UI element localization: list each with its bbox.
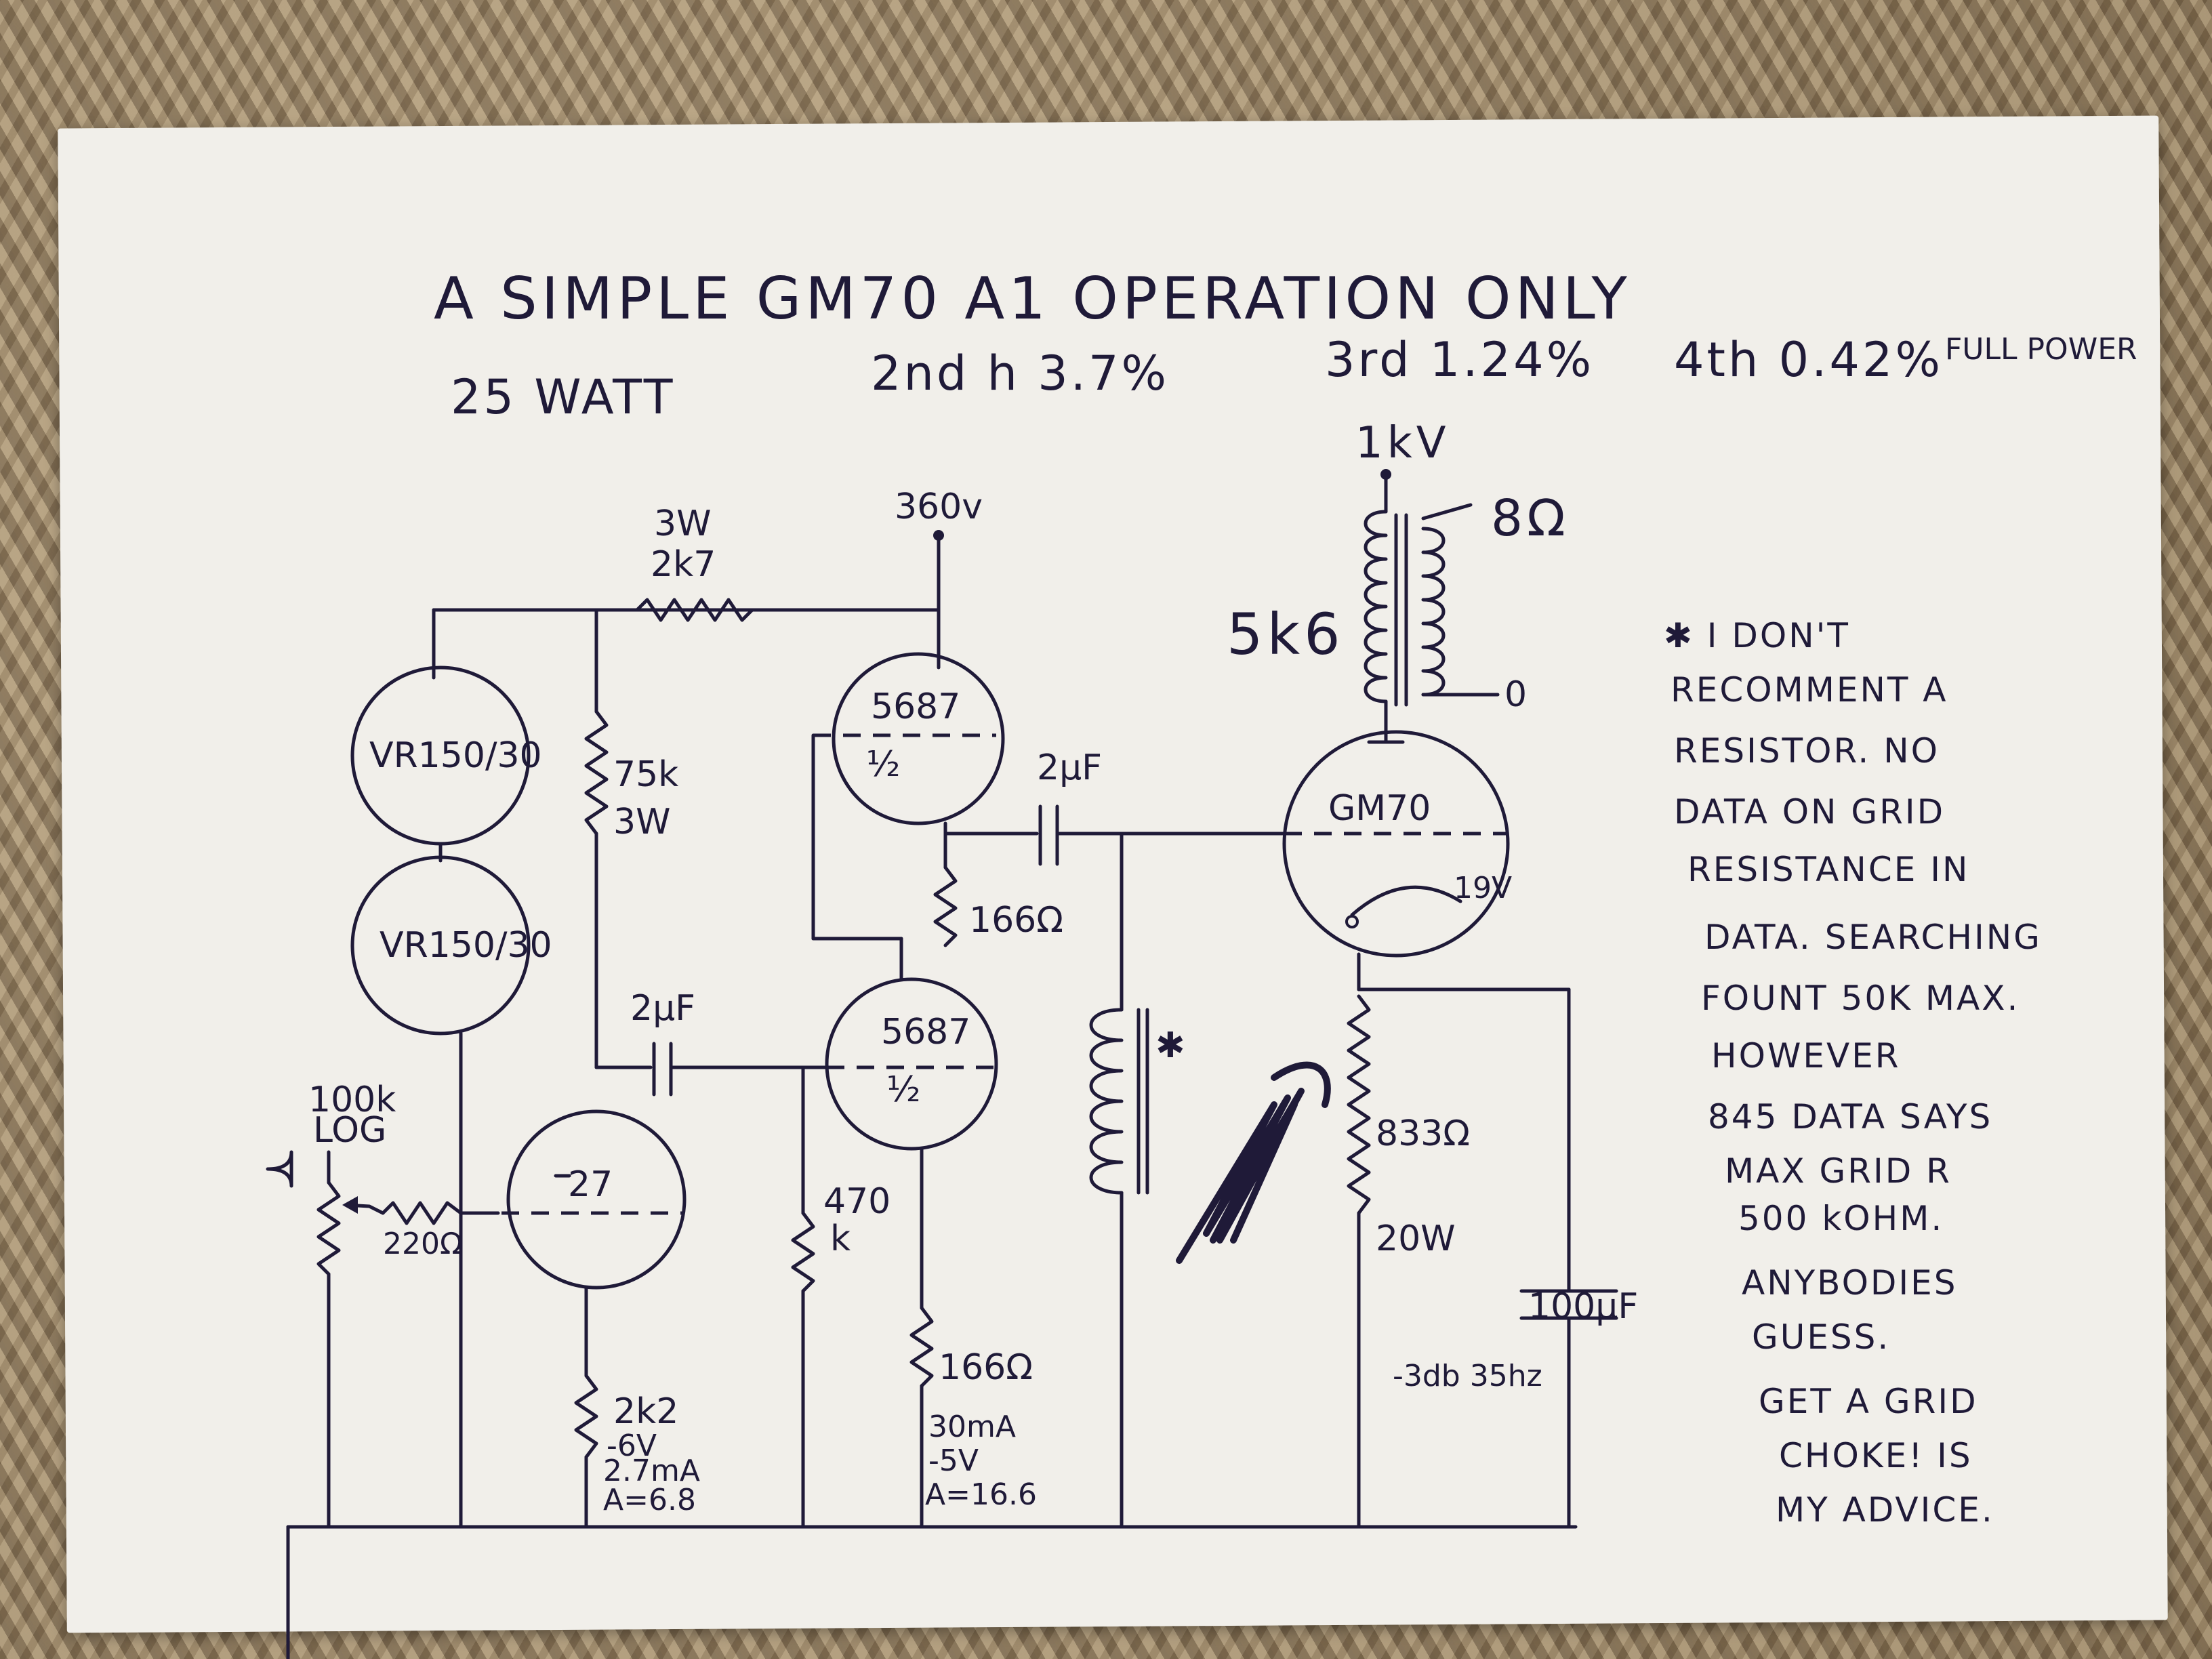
tube-5687-bottom-half: ½ xyxy=(886,1069,920,1110)
vr-tube-2-label: VR150/30 xyxy=(380,925,552,966)
r-gm70-cathode-watt: 20W xyxy=(1376,1218,1456,1259)
r-grid-stop xyxy=(381,1201,500,1225)
grid-choke xyxy=(1089,1008,1124,1195)
b-plus-1kv: 1kV xyxy=(1355,418,1450,468)
r-mid-166-value: 166Ω xyxy=(969,900,1063,941)
tube-5687-top-label: 5687 xyxy=(871,687,960,727)
tube-5687-bottom-label: 5687 xyxy=(881,1012,970,1052)
note-line: ANYBODIES xyxy=(1742,1263,1958,1303)
note-line: RESISTANCE IN xyxy=(1687,850,1969,889)
note-line: 845 DATA SAYS xyxy=(1708,1097,1992,1136)
r-5687-cathode xyxy=(909,1306,934,1388)
output-secondary xyxy=(1421,527,1446,697)
schematic-title: A SIMPLE GM70 A1 OPERATION ONLY xyxy=(434,265,1631,333)
gm70-filament-voltage: 19V xyxy=(1454,871,1512,905)
scribbled-resistor xyxy=(1176,1061,1331,1264)
r-75k-watt: 3W xyxy=(613,802,671,842)
r-series-value: 2k7 xyxy=(651,544,716,585)
primary-impedance: 5k6 xyxy=(1227,601,1345,668)
secondary-common: 0 xyxy=(1504,674,1527,715)
bias-5687-current: 30mA xyxy=(928,1410,1016,1444)
notes-column: ✱ I DON'T RECOMMENT A RESISTOR. NO DATA … xyxy=(1664,616,2042,1530)
vr-tube-1-label: VR150/30 xyxy=(369,735,542,776)
r-grid-stop-label: 220Ω xyxy=(383,1227,463,1261)
pot-taper: LOG xyxy=(313,1110,386,1151)
note-line: DATA. SEARCHING xyxy=(1704,918,2042,957)
r-470k-unit: k xyxy=(830,1218,851,1259)
note-line: RECOMMENT A xyxy=(1671,670,1948,710)
note-line: MAX GRID R xyxy=(1725,1151,1952,1191)
tube-5687-top-half: ½ xyxy=(866,744,900,785)
gm70-filament xyxy=(1350,885,1462,917)
note-line: RESISTOR. NO xyxy=(1674,731,1940,771)
r-470k xyxy=(791,1211,815,1293)
cap-bypass-label: 100µF xyxy=(1528,1286,1638,1327)
note-line: HOWEVER xyxy=(1711,1036,1901,1076)
note-line: CHOKE! IS xyxy=(1779,1436,1973,1475)
third-harmonic: 3rd 1.24% xyxy=(1325,332,1594,388)
gain-5687: A=16.6 xyxy=(925,1477,1037,1512)
volume-pot xyxy=(316,1181,341,1276)
b-plus-360v: 360v xyxy=(895,487,983,527)
fourth-harmonic: 4th 0.42% xyxy=(1674,332,1943,388)
r-gm70-cathode-value: 833Ω xyxy=(1376,1113,1470,1154)
tube-5687-bottom xyxy=(825,977,998,1151)
r-series-watt: 3W xyxy=(654,504,712,544)
secondary-impedance: 8Ω xyxy=(1491,489,1570,548)
r-27-cathode xyxy=(574,1374,598,1459)
r-mid-166 xyxy=(933,865,958,947)
note-line: GET A GRID xyxy=(1759,1382,1978,1421)
tube-gm70-label: GM70 xyxy=(1328,788,1431,829)
r-series-2k7 xyxy=(635,598,754,622)
note-line: GUESS. xyxy=(1752,1317,1890,1357)
bias-5687-volts: -5V xyxy=(928,1443,979,1478)
cap-coupling-2-label: 2µF xyxy=(1037,747,1102,788)
bypass-corner-frequency: -3db 35hz xyxy=(1393,1359,1542,1393)
r-27-cathode-value: 2k2 xyxy=(613,1391,678,1432)
tube-gm70 xyxy=(1282,730,1510,958)
note-line: DATA ON GRID xyxy=(1674,792,1945,832)
r-470k-value: 470 xyxy=(823,1181,890,1222)
note-line: 500 kOHM. xyxy=(1738,1199,1944,1238)
vr-tube-2 xyxy=(350,855,531,1036)
tube-27-label: 27 xyxy=(568,1164,613,1205)
r-75k xyxy=(584,710,609,836)
note-line: MY ADVICE. xyxy=(1776,1490,1994,1530)
gain-27: A=6.8 xyxy=(603,1483,696,1517)
bias-27-volts: -6V xyxy=(607,1429,657,1463)
choke-mark: ✱ xyxy=(1155,1025,1185,1066)
power-rating: 25 WATT xyxy=(451,369,675,425)
note-line: FOUNT 50K MAX. xyxy=(1701,979,2020,1018)
input-jack xyxy=(266,1150,293,1188)
r-gm70-cathode xyxy=(1347,994,1371,1215)
note-line: ✱ I DON'T xyxy=(1664,616,1850,655)
r-75k-value: 75k xyxy=(613,754,678,795)
second-harmonic: 2nd h 3.7% xyxy=(871,346,1169,401)
bias-27-current: 2.7mA xyxy=(603,1454,700,1488)
output-primary xyxy=(1364,510,1388,703)
pot-value: 100k xyxy=(308,1080,396,1120)
r-5687-cathode-value: 166Ω xyxy=(939,1347,1033,1388)
cap-coupling-1-label: 2µF xyxy=(630,988,695,1029)
full-power-label: FULL POWER xyxy=(1945,332,2137,367)
tube-27 xyxy=(506,1109,687,1290)
tube-5687-top xyxy=(832,652,1005,825)
